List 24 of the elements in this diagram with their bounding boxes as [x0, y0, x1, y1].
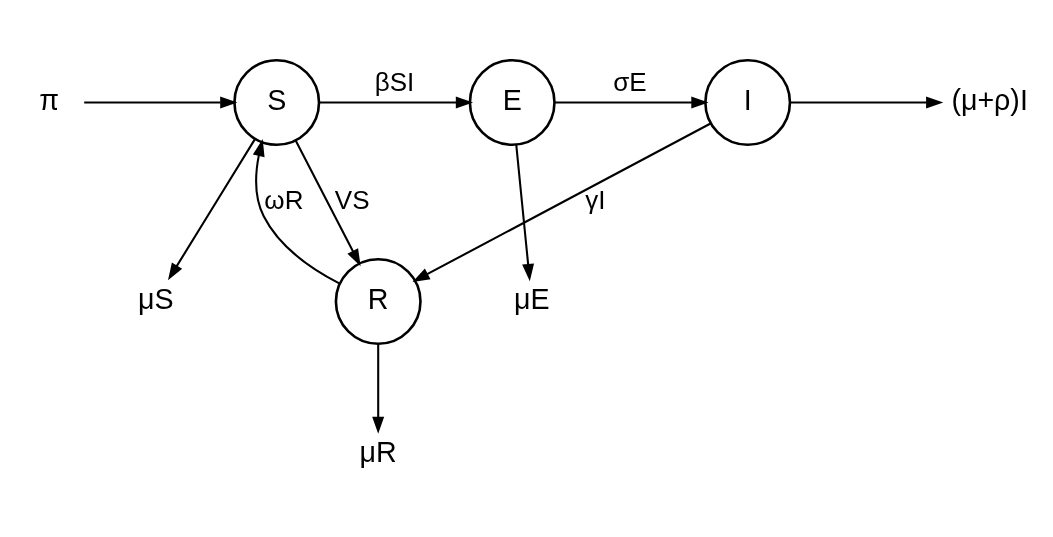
- node-circle: S: [233, 58, 321, 146]
- node-text: π: [39, 83, 59, 116]
- node-text: μS: [137, 282, 174, 315]
- arrow: [790, 95, 944, 108]
- arrow: [554, 95, 709, 108]
- edge-label: βSI: [374, 66, 415, 97]
- edge-label: ωR: [264, 184, 304, 215]
- node-circle: I: [704, 58, 792, 146]
- arrow: [372, 343, 385, 434]
- arrow: [252, 138, 341, 285]
- edge-label: VS: [334, 184, 370, 215]
- node-text: μE: [513, 282, 550, 315]
- node-text: (μ+ρ)I: [951, 83, 1028, 116]
- node-circle: E: [468, 58, 556, 146]
- edge-label: γI: [585, 184, 606, 215]
- arrow: [168, 137, 256, 280]
- arrow: [515, 144, 535, 281]
- edge-label: σE: [613, 66, 647, 97]
- arrow: [84, 95, 238, 108]
- arrow: [319, 95, 473, 108]
- node-text: μR: [359, 435, 397, 468]
- arrow: [412, 122, 712, 282]
- node-circle: R: [334, 257, 422, 345]
- arrow: [294, 139, 361, 266]
